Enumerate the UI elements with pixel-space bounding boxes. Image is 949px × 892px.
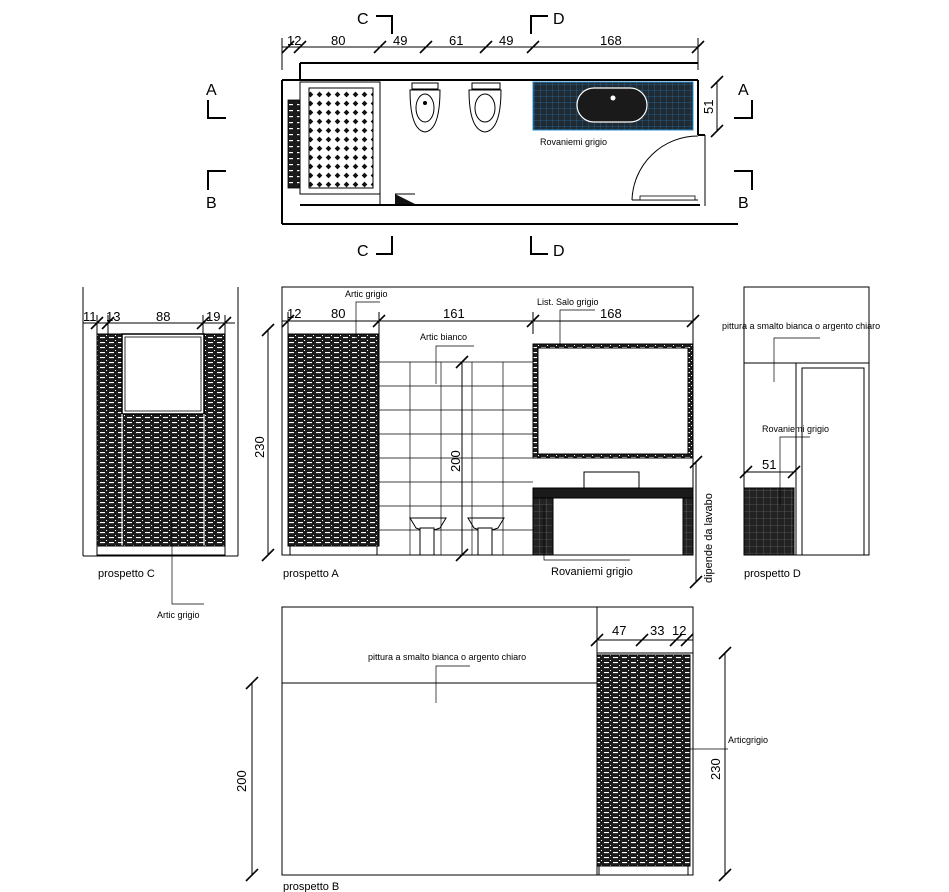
plan-dim-49a: 49: [393, 33, 407, 48]
section-mark-a-left: A: [206, 82, 217, 99]
plan-dim-61: 61: [449, 33, 463, 48]
elev-b-dim-200: 200: [234, 770, 249, 792]
bidet-icon: [409, 82, 441, 133]
elev-b-dim-47: 47: [612, 623, 626, 638]
elev-a-label-rovaniemi: Rovaniemi grigio: [551, 566, 633, 578]
plan-view: 12 80 49 61 49 168: [206, 11, 753, 260]
elev-a-dim-230: 230: [252, 436, 267, 458]
section-mark-c-top: C: [357, 11, 369, 28]
elev-a-dim-80: 80: [331, 306, 345, 321]
elev-d-tile-label: Rovaniemi grigio: [762, 424, 829, 434]
elev-a-label-artic-grigio: Artic grigio: [345, 289, 388, 299]
elev-c-tile-label: Artic grigio: [157, 610, 200, 620]
section-mark-c-bottom: C: [357, 243, 369, 260]
elev-d-title: prospetto D: [744, 568, 801, 580]
elev-d-paint-label: pittura a smalto bianca o argento chiaro: [722, 321, 880, 331]
plan-dim-49b: 49: [499, 33, 513, 48]
section-mark-b-right: B: [738, 195, 749, 212]
elev-a-dim-200: 200: [448, 450, 463, 472]
plan-dim-51: 51: [701, 100, 716, 114]
section-mark-d-top: D: [553, 11, 565, 28]
section-mark-b-left: B: [206, 195, 217, 212]
elevation-d: 51 pittura a smalto bianca o argento chi…: [722, 286, 880, 580]
elev-c-dim-88: 88: [156, 309, 170, 324]
section-mark-a-right: A: [738, 82, 749, 99]
elev-b-dim-230: 230: [708, 758, 723, 780]
elev-b-paint-label: pittura a smalto bianca o argento chiaro: [368, 652, 526, 662]
toilet-icon: [468, 82, 502, 133]
elev-a-note-lavabo: dipende da lavabo: [703, 493, 715, 583]
elev-a-label-artic-bianco: Artic bianco: [420, 332, 467, 342]
elev-d-dim-51: 51: [762, 457, 776, 472]
elev-c-dim-19: 19: [206, 309, 220, 324]
plan-dim-ticks: [281, 40, 705, 54]
bathtub-icon: [576, 87, 648, 123]
elev-b-tile-label: Articgrigio: [728, 735, 768, 745]
elev-a-dim-168: 168: [600, 306, 622, 321]
plan-dim-80: 80: [331, 33, 345, 48]
elev-a-dim-161: 161: [443, 306, 465, 321]
elev-b-dim-33: 33: [650, 623, 664, 638]
section-mark-d-bottom: D: [553, 243, 565, 260]
elev-a-title: prospetto A: [283, 568, 339, 580]
plan-dim-168: 168: [600, 33, 622, 48]
elevation-c: 11 13 88 19 prospetto C Artic grigio: [82, 287, 239, 620]
elev-a-label-listello: List. Salo grigio: [537, 297, 599, 307]
elev-b-title: prospetto B: [283, 881, 339, 892]
elev-c-dim-13: 13: [106, 309, 120, 324]
elevation-a: 12 80 161 168 230 200: [252, 286, 715, 589]
elev-c-title: prospetto C: [98, 568, 155, 580]
elevation-b: 47 33 12 pittura a smalto bianca o argen…: [234, 606, 768, 892]
elev-c-dim-11: 11: [83, 309, 97, 324]
elev-a-dim-12: 12: [287, 306, 301, 321]
elev-b-dim-12: 12: [672, 623, 686, 638]
plan-tile-label: Rovaniemi grigio: [540, 137, 607, 147]
